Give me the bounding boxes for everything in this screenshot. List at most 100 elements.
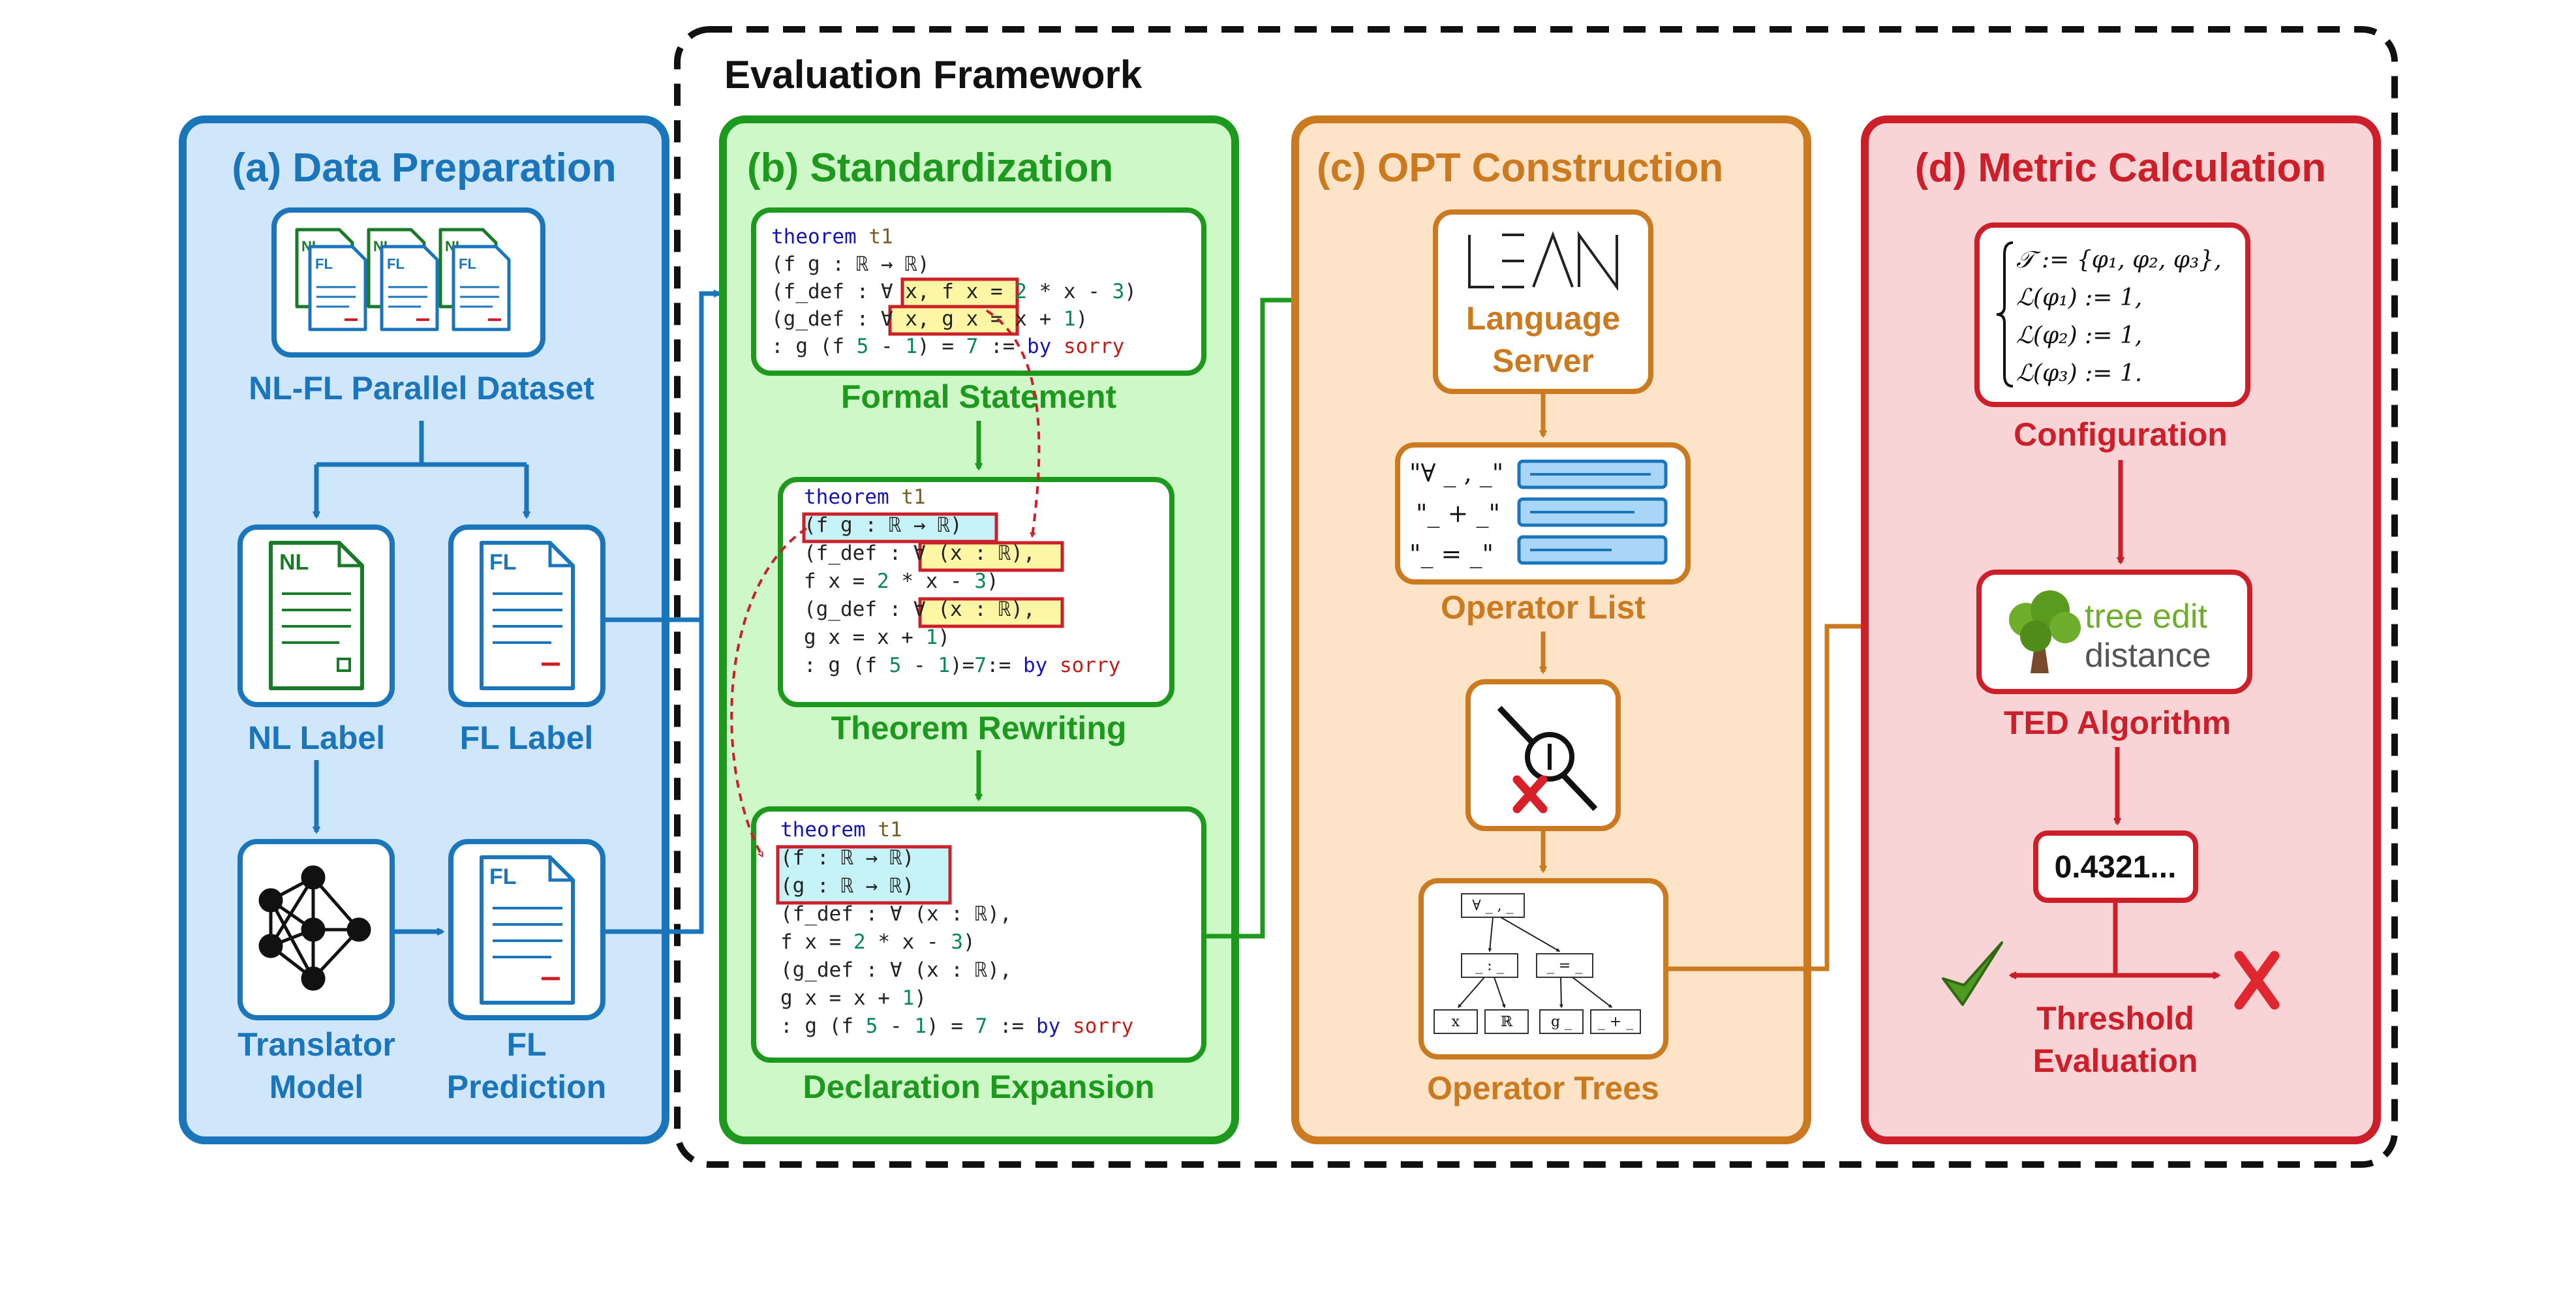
- evaluation-framework-frame: [674, 26, 2398, 1168]
- config-line: ℒ(φ₃) := 1.: [2016, 360, 2142, 387]
- translator-label-line1: Translator: [238, 1026, 395, 1063]
- cross-icon: [2234, 951, 2280, 1010]
- code-line: (f g : ℝ → ℝ): [771, 252, 930, 276]
- code-token: 2: [853, 930, 866, 954]
- code-token: 1: [926, 626, 938, 649]
- declaration-expansion-label: Declaration Expansion: [803, 1069, 1154, 1105]
- tree-leaf: g _: [1551, 1014, 1572, 1030]
- code-token: (f_def :: [771, 280, 881, 303]
- code-token: * x -: [1027, 280, 1112, 303]
- code-token: : g (f: [780, 1014, 866, 1038]
- code-token: (f g : ℝ → ℝ): [771, 252, 930, 276]
- panel-c-title: (c) OPT Construction: [1317, 145, 1723, 190]
- config-line: ℒ(φ₁) := 1,: [2016, 284, 2142, 311]
- framework-title: Evaluation Framework: [724, 53, 1142, 97]
- code-token: ): [914, 986, 927, 1010]
- tree-node-mid-right: _ = _: [1547, 958, 1582, 974]
- code-token: ): [1124, 280, 1137, 303]
- check-icon: [1942, 941, 2003, 1006]
- operator-item: "_ + _": [1416, 499, 1500, 528]
- code-token: -: [878, 1014, 914, 1038]
- fl-document-icon: FL: [480, 541, 575, 690]
- code-token: [1047, 654, 1060, 677]
- code-line: : g (f 5 - 1) = 7 := by sorry: [780, 1014, 1133, 1038]
- code-token: g x = x +: [804, 626, 926, 649]
- code-token: t1: [901, 485, 925, 509]
- code-token: -: [868, 335, 905, 358]
- code-token: (f : ℝ → ℝ): [780, 846, 914, 870]
- highlight-g-x: [888, 305, 1019, 336]
- language-server-label-line1: Language: [1466, 300, 1620, 337]
- code-token: sorry: [1073, 1014, 1133, 1038]
- code-token: 7: [975, 1014, 988, 1038]
- code-token: ) =: [917, 335, 966, 358]
- code-token: (f g : ℝ → ℝ): [804, 513, 962, 537]
- code-token: f x =: [780, 930, 853, 954]
- code-token: 1: [905, 335, 917, 358]
- fl-prediction-document-icon: FL: [480, 855, 575, 1005]
- operator-trees-label: Operator Trees: [1427, 1070, 1659, 1106]
- code-token: ∀ (x : ℝ): [913, 541, 1023, 565]
- code-token: ): [987, 570, 999, 593]
- code-line: (f_def : ∀ x, f x = 2 * x - 3): [771, 280, 1137, 303]
- panel-b-title: (b) Standardization: [747, 145, 1113, 190]
- split-arrow: [314, 421, 529, 517]
- code-token: (f_def :: [804, 541, 913, 565]
- operator-list-label: Operator List: [1441, 589, 1646, 626]
- code-token: ): [963, 930, 975, 954]
- code-token: 2: [1015, 280, 1027, 303]
- code-line: (g_def : ∀ x, g x = x + 1): [771, 307, 1088, 331]
- fl-prediction-label-line1: FL: [506, 1026, 546, 1063]
- doc-tag: FL: [489, 550, 517, 575]
- formal-statement-label: Formal Statement: [841, 378, 1117, 415]
- score-value: 0.4321...: [2055, 850, 2177, 885]
- code-token: (g_def :: [804, 598, 913, 621]
- panel-a-title: (a) Data Preparation: [232, 145, 616, 190]
- code-token: 5: [857, 335, 869, 358]
- code-token: [1060, 1014, 1073, 1038]
- language-server-label-line2: Server: [1492, 343, 1594, 379]
- code-line: (g_def : ∀ (x : ℝ),: [780, 958, 1012, 982]
- neural-network-icon: [258, 865, 371, 991]
- code-token: * x -: [866, 930, 951, 954]
- config-brace: [1996, 241, 2014, 388]
- highlight-forall-2: [918, 597, 1064, 628]
- code-token: * x -: [889, 570, 975, 593]
- code-token: (f_def : ∀ (x : ℝ),: [780, 902, 1012, 926]
- doc-tag: FL: [315, 256, 333, 272]
- code-token: t1: [868, 225, 893, 249]
- formal-statement-code: theorem t1(f g : ℝ → ℝ)(f_def : ∀ x, f x…: [771, 225, 1137, 358]
- code-token: by: [1023, 654, 1047, 677]
- code-token: 3: [1112, 280, 1125, 303]
- highlight-forall-1: [918, 541, 1064, 572]
- config-line: ℒ(φ₂) := 1,: [2016, 322, 2142, 349]
- lean-logo-icon: [1468, 230, 1618, 292]
- theorem-rewriting-label: Theorem Rewriting: [831, 710, 1127, 746]
- tree-icon: [2009, 590, 2081, 673]
- code-token: : g (f: [771, 335, 857, 358]
- dataset-label: NL-FL Parallel Dataset: [249, 370, 594, 406]
- parser-icon: [1497, 705, 1598, 814]
- operator-item: "_ = _": [1409, 540, 1494, 569]
- dataset-docs-icon: NL FL NL FL NL FL: [295, 228, 511, 331]
- code-token: ) =: [927, 1014, 975, 1038]
- code-token: -: [901, 654, 938, 677]
- code-line: (f : ℝ → ℝ): [780, 846, 914, 870]
- nl-document-icon: NL: [269, 541, 364, 690]
- nl-label-caption: NL Label: [248, 720, 385, 756]
- code-token: ∀ (x : ℝ): [913, 598, 1023, 621]
- code-token: ): [1076, 307, 1088, 331]
- arrow-fl-label-to-standardization: [603, 294, 719, 622]
- code-token: 5: [866, 1014, 878, 1038]
- code-token: sorry: [1064, 335, 1124, 358]
- code-token: 5: [889, 654, 902, 677]
- configuration-box: [1974, 222, 2250, 407]
- code-token: (g_def :: [771, 307, 881, 331]
- code-token: 1: [902, 986, 915, 1010]
- code-token: 2: [877, 570, 889, 593]
- code-token: (g_def : ∀ (x : ℝ),: [780, 958, 1012, 982]
- panel-standardization: (b) Standardization theorem t1 (f g : ℝ →…: [719, 115, 1239, 1144]
- declaration-expansion-code: theorem t1(f : ℝ → ℝ)(g : ℝ → ℝ)(f_def :…: [780, 818, 1133, 1038]
- code-token: theorem: [804, 485, 901, 509]
- code-token: theorem: [780, 818, 878, 842]
